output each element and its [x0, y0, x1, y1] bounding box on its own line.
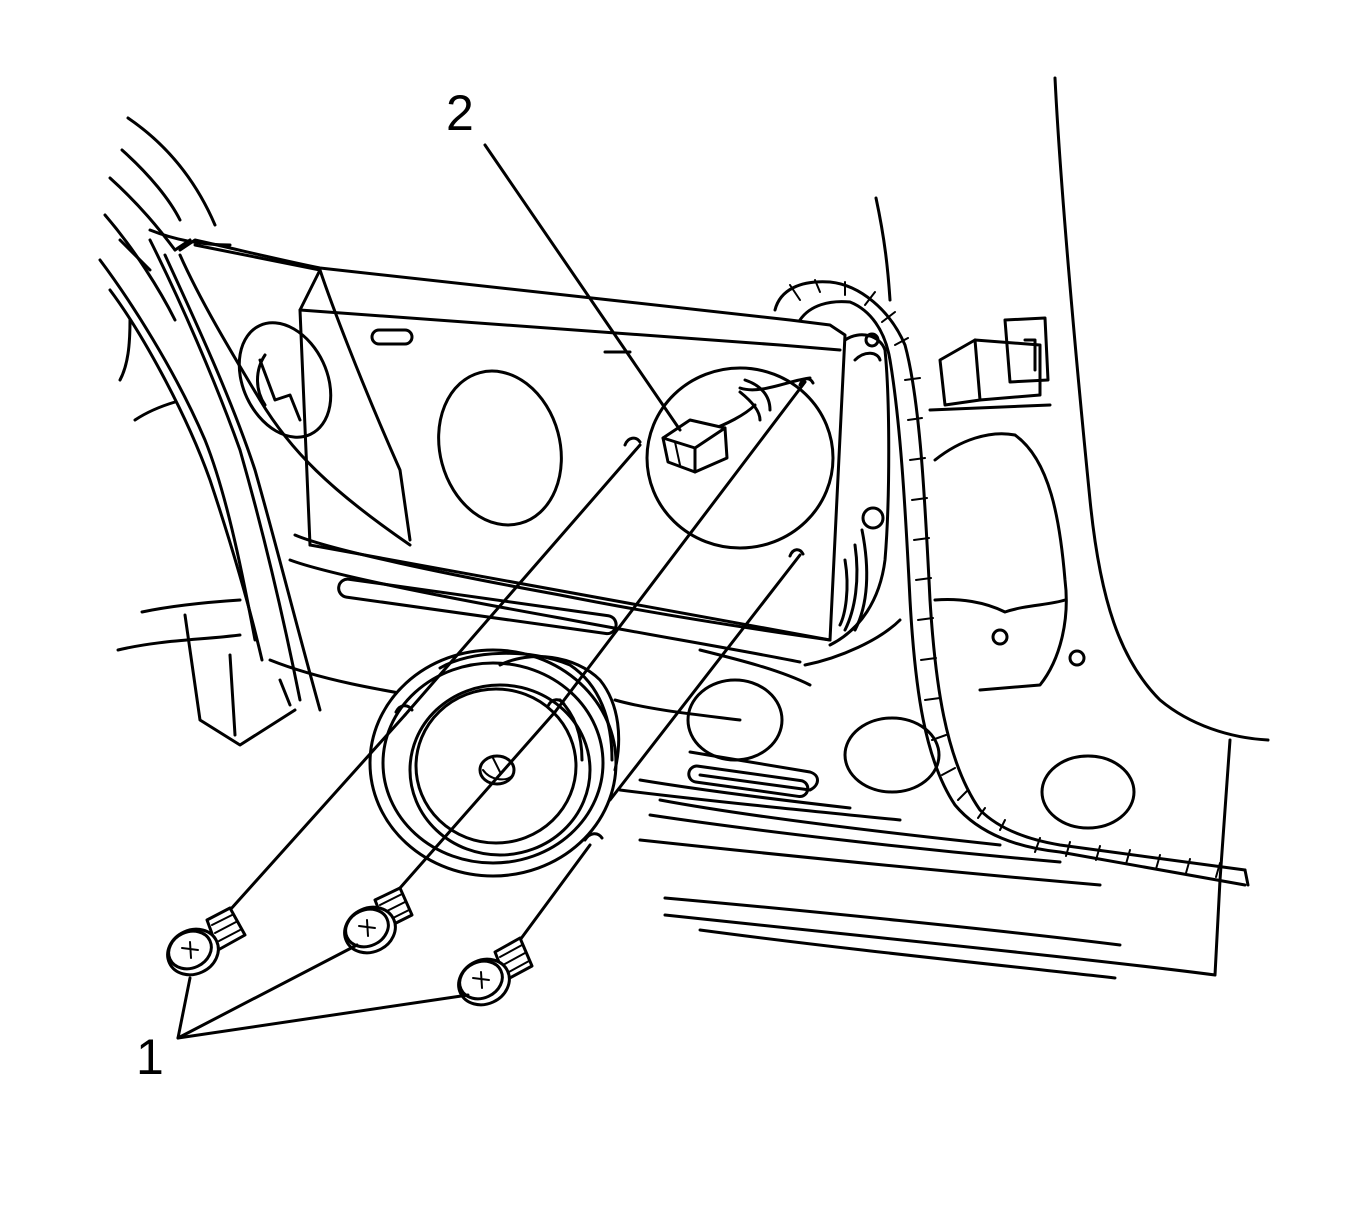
callout-connector: 2	[446, 85, 474, 141]
screw-left	[166, 906, 247, 977]
lower-body-rails	[613, 678, 1102, 887]
speaker-unit	[368, 648, 621, 878]
body-structure-right	[663, 76, 1270, 980]
weatherstrip	[773, 279, 1250, 887]
left-lower-bracket	[116, 400, 297, 747]
screw-middle	[343, 886, 414, 955]
callout-screws: 1	[136, 1029, 164, 1085]
door-inner-panel	[178, 238, 847, 642]
alignment-lines	[228, 377, 815, 942]
leader-lines	[176, 143, 682, 1040]
panel-lower-rails	[268, 533, 902, 822]
wire-connector	[661, 418, 729, 474]
left-pillar	[98, 116, 322, 712]
screw-right	[457, 936, 534, 1007]
speaker-bracket	[803, 332, 902, 667]
